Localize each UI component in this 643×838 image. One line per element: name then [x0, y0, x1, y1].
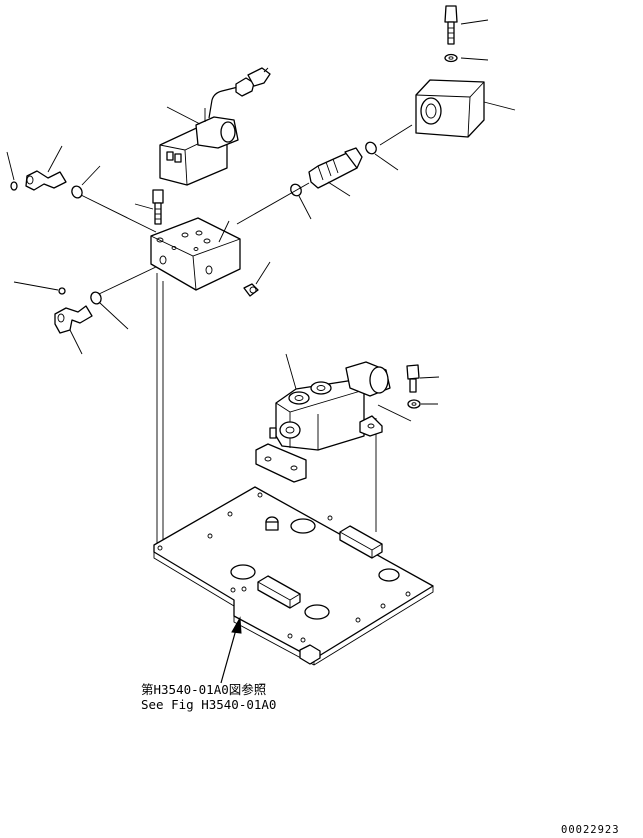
block-plug: [243, 261, 271, 297]
check-valve: [308, 147, 363, 197]
drawing-number: 00022923: [561, 824, 620, 836]
mounting-plate: [153, 486, 434, 666]
figure-reference-english: See Fig H3540-01A0: [141, 697, 277, 712]
manifold-block: [150, 217, 241, 291]
directional-valve: [255, 353, 391, 483]
figure-reference-japanese: 第H3540-01A0図参照: [141, 682, 267, 697]
pilot-oring: [365, 124, 413, 171]
upper-oring: [71, 165, 157, 233]
valve-washer: [407, 399, 438, 409]
pilot-valve-block: [415, 79, 516, 138]
valve-bolt: [406, 364, 440, 393]
reference-arrow: [220, 616, 242, 684]
check-oring: [236, 182, 312, 225]
solenoid-valve: [159, 67, 271, 186]
upper-elbow: [6, 145, 67, 191]
block-bolt: [134, 189, 164, 225]
lower-elbow: [13, 281, 93, 355]
lower-oring: [90, 265, 159, 330]
alignment-lines: [156, 273, 412, 548]
top-bolt: [444, 5, 489, 45]
top-washer: [444, 53, 489, 63]
